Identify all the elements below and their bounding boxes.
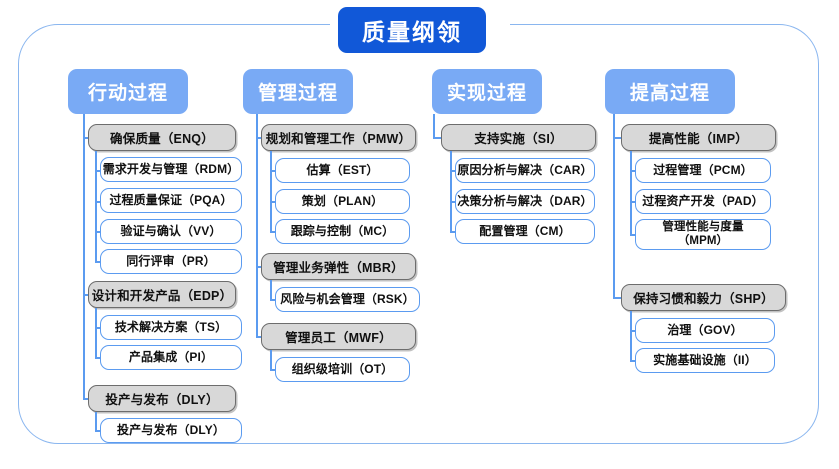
connector-plan <box>270 201 277 203</box>
leaf-box-car[interactable]: 原因分析与解决（CAR） <box>455 158 595 183</box>
category-chip-improve[interactable]: 提高过程 <box>605 69 735 114</box>
category-chip-implement[interactable]: 实现过程 <box>432 69 542 114</box>
leaf-box-dly[interactable]: 投产与发布（DLY） <box>100 418 242 443</box>
category-chip-manage[interactable]: 管理过程 <box>243 69 353 114</box>
root-title-chip[interactable]: 质量纲领 <box>338 7 486 53</box>
connector-dar <box>450 201 457 203</box>
group-box-mbr[interactable]: 管理业务弹性（MBR） <box>261 253 416 280</box>
connector-mpm <box>630 234 637 236</box>
connector-rdm <box>95 170 102 172</box>
connector-mwf <box>256 336 263 338</box>
branch-enq <box>95 151 97 261</box>
leaf-box-rsk[interactable]: 风险与机会管理（RSK） <box>275 287 420 312</box>
leaf-box-est[interactable]: 估算（EST） <box>275 158 410 183</box>
connector-mbr <box>256 266 263 268</box>
connector-edp <box>83 294 90 296</box>
connector-dly-group <box>83 398 90 400</box>
branch-dly <box>95 412 97 431</box>
connector-rsk <box>270 299 277 301</box>
connector-shp <box>613 297 623 299</box>
connector-enq <box>83 137 90 139</box>
leaf-box-vv[interactable]: 验证与确认（VV） <box>100 219 242 244</box>
leaf-box-rdm[interactable]: 需求开发与管理（RDM） <box>100 157 242 182</box>
leaf-box-plan[interactable]: 策划（PLAN） <box>275 189 410 214</box>
branch-mbr <box>270 280 272 300</box>
leaf-box-dar[interactable]: 决策分析与解决（DAR） <box>455 189 595 214</box>
group-box-shp[interactable]: 保持习惯和毅力（SHP） <box>621 284 786 311</box>
leaf-box-pr[interactable]: 同行评审（PR） <box>100 249 242 274</box>
group-box-pmw[interactable]: 规划和管理工作（PMW） <box>261 124 416 151</box>
connector-vv <box>95 231 102 233</box>
connector-gov <box>630 330 637 332</box>
trunk-manage <box>256 114 258 337</box>
connector-mc <box>270 231 277 233</box>
group-box-mwf[interactable]: 管理员工（MWF） <box>261 323 416 350</box>
leaf-box-pi[interactable]: 产品集成（PI） <box>100 345 242 370</box>
connector-ot <box>270 369 277 371</box>
connector-pmw <box>256 137 263 139</box>
leaf-box-ot[interactable]: 组织级培训（OT） <box>275 357 410 382</box>
leaf-box-mc[interactable]: 跟踪与控制（MC） <box>275 219 410 244</box>
leaf-box-pqa[interactable]: 过程质量保证（PQA） <box>100 188 242 213</box>
leaf-box-gov[interactable]: 治理（GOV） <box>635 318 775 343</box>
branch-mwf <box>270 350 272 370</box>
branch-shp <box>630 311 632 361</box>
connector-est <box>270 170 277 172</box>
connector-si <box>433 137 443 139</box>
leaf-box-cm[interactable]: 配置管理（CM） <box>455 219 595 244</box>
connector-pcm <box>630 170 637 172</box>
leaf-box-pcm[interactable]: 过程管理（PCM） <box>635 158 771 183</box>
branch-imp <box>630 151 632 235</box>
group-box-si[interactable]: 支持实施（SI） <box>441 124 596 151</box>
connector-pad <box>630 201 637 203</box>
connector-pqa <box>95 201 102 203</box>
branch-edp <box>95 308 97 357</box>
connector-cm <box>450 231 457 233</box>
leaf-box-ts[interactable]: 技术解决方案（TS） <box>100 315 242 340</box>
connector-ii <box>630 360 637 362</box>
trunk-implement <box>433 114 435 138</box>
category-chip-action[interactable]: 行动过程 <box>68 69 188 114</box>
trunk-action <box>83 114 85 398</box>
connector-imp <box>613 137 623 139</box>
connector-car <box>450 170 457 172</box>
leaf-box-mpm[interactable]: 管理性能与度量 （MPM） <box>635 219 771 250</box>
group-box-edp[interactable]: 设计和开发产品（EDP） <box>88 281 236 308</box>
connector-ts <box>95 327 102 329</box>
group-box-imp[interactable]: 提高性能（IMP） <box>621 124 776 151</box>
branch-si <box>450 151 452 231</box>
branch-pmw <box>270 151 272 231</box>
leaf-box-ii[interactable]: 实施基础设施（II） <box>635 348 775 373</box>
trunk-improve <box>613 114 615 298</box>
group-box-dly[interactable]: 投产与发布（DLY） <box>88 385 236 412</box>
group-box-enq[interactable]: 确保质量（ENQ） <box>88 124 236 151</box>
connector-dly-leaf <box>95 430 102 432</box>
connector-pi <box>95 357 102 359</box>
leaf-box-pad[interactable]: 过程资产开发（PAD） <box>635 189 771 214</box>
connector-pr <box>95 261 102 263</box>
